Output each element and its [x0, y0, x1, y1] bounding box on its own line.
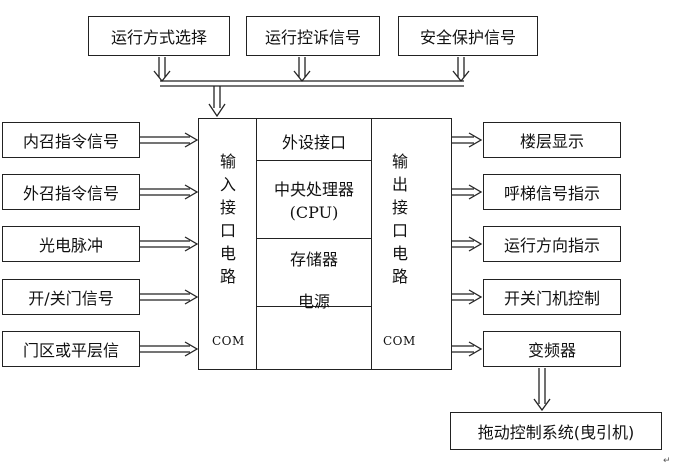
output-label: 变频器: [527, 341, 576, 360]
input-box-door-zone: 门区或平层信: [2, 331, 140, 367]
divider: [257, 160, 371, 161]
output-label: 楼层显示: [519, 132, 584, 151]
output-box-door-control: 开关门机控制: [483, 279, 621, 315]
input-arrows: [140, 132, 199, 357]
top-box-mode-select: 运行方式选择: [88, 16, 230, 56]
output-label: 呼梯信号指示: [503, 184, 600, 203]
input-label: 内召指令信号: [22, 132, 119, 151]
top-box-control-signal: 运行控诉信号: [246, 16, 380, 56]
output-circuit-text: 输 出 接 口 电 路: [388, 150, 412, 288]
output-com-label: COM: [383, 334, 416, 348]
peripheral-interface: 外设接口: [281, 133, 346, 152]
char: 入: [219, 175, 236, 194]
top-arrow-1: [153, 57, 171, 83]
memory-label: 存储器: [289, 250, 338, 269]
power-label: 电源: [297, 292, 330, 311]
char: 输: [391, 152, 408, 171]
input-box-door-signal: 开/关门信号: [2, 279, 140, 315]
output-box-direction-indicator: 运行方向指示: [483, 226, 621, 262]
input-box-photo-pulse: 光电脉冲: [2, 226, 140, 262]
top-arrow-2: [293, 57, 311, 83]
drive-system-label: 拖动控制系统(曳引机): [477, 423, 635, 442]
output-label: 运行方向指示: [503, 236, 600, 255]
output-interface-circuit: [371, 118, 452, 370]
input-box-internal-call: 内召指令信号: [2, 122, 140, 158]
char: 输: [219, 152, 236, 171]
input-box-external-call: 外召指令信号: [2, 174, 140, 210]
input-interface-circuit: [198, 118, 257, 370]
char: 接: [219, 198, 236, 217]
output-label: 开关门机控制: [503, 289, 600, 308]
char: 路: [219, 267, 236, 286]
char: 出: [391, 175, 408, 194]
input-label: 开/关门信号: [28, 289, 114, 308]
char: 口: [219, 221, 236, 240]
cpu-label: 中央处理器: [273, 180, 354, 199]
input-circuit-text: 输 入 接 口 电 路: [216, 150, 240, 288]
char: 电: [391, 244, 408, 263]
cpu-abbrev: (CPU): [289, 203, 339, 222]
output-box-inverter: 变频器: [483, 331, 621, 367]
output-arrows: [452, 132, 483, 357]
divider: [257, 238, 371, 239]
input-label: 外召指令信号: [22, 184, 119, 203]
char: 接: [391, 198, 408, 217]
char: 路: [391, 267, 408, 286]
paragraph-mark: ↵: [663, 456, 671, 466]
output-box-floor-display: 楼层显示: [483, 122, 621, 158]
drive-system-box: 拖动控制系统(曳引机): [450, 412, 662, 450]
top-box-safety-signal: 安全保护信号: [398, 16, 538, 56]
input-com-label: COM: [212, 334, 245, 348]
divider: [257, 306, 371, 307]
top-box-label: 安全保护信号: [419, 28, 516, 47]
input-label: 门区或平层信: [22, 341, 119, 360]
top-box-label: 运行控诉信号: [264, 28, 361, 47]
char: 电: [219, 244, 236, 263]
output-box-call-indicator: 呼梯信号指示: [483, 174, 621, 210]
top-box-label: 运行方式选择: [110, 28, 207, 47]
char: 口: [391, 221, 408, 240]
top-arrow-3: [452, 57, 470, 83]
input-label: 光电脉冲: [38, 236, 103, 255]
